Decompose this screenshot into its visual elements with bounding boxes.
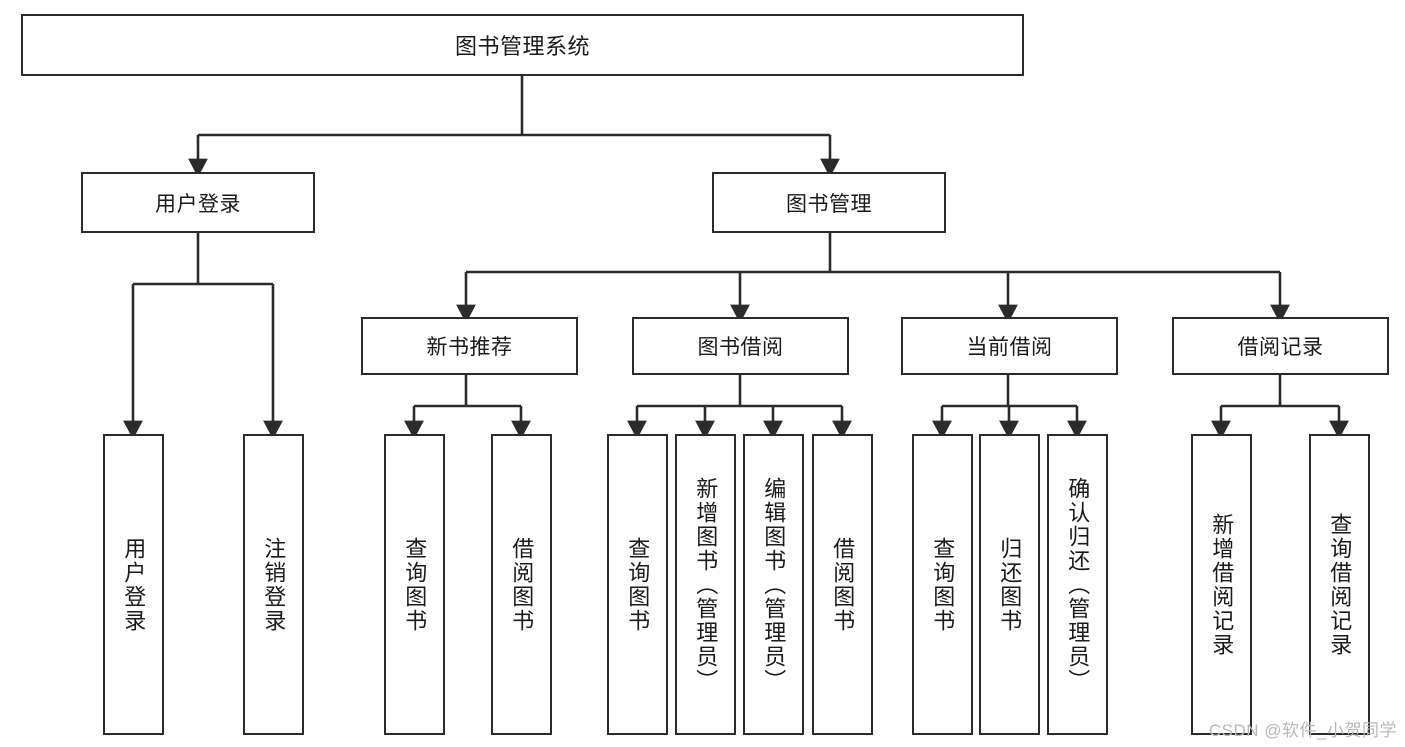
leaf-label: 编辑图书（管理员） <box>761 476 787 693</box>
leaf-label: 新增图书（管理员） <box>693 476 719 693</box>
leaf-user-login[interactable]: 用户登录 <box>103 434 164 735</box>
leaf-label: 查询图书 <box>625 536 651 633</box>
leaf-label: 用户登录 <box>121 536 147 633</box>
leaf-label: 借阅图书 <box>830 536 856 633</box>
leaf-query-record[interactable]: 查询借阅记录 <box>1309 434 1370 735</box>
node-book-borrow[interactable]: 图书借阅 <box>632 317 849 375</box>
leaf-label: 查询图书 <box>402 536 428 633</box>
leaf-edit-book[interactable]: 编辑图书（管理员） <box>743 434 804 735</box>
node-borrow-record[interactable]: 借阅记录 <box>1172 317 1389 375</box>
leaf-label: 新增借阅记录 <box>1209 512 1235 657</box>
leaf-label: 借阅图书 <box>509 536 535 633</box>
node-book-manage[interactable]: 图书管理 <box>712 172 946 233</box>
leaf-borrow-book-2[interactable]: 借阅图书 <box>812 434 873 735</box>
node-user-login[interactable]: 用户登录 <box>81 172 315 233</box>
leaf-add-book[interactable]: 新增图书（管理员） <box>675 434 736 735</box>
leaf-logout-login[interactable]: 注销登录 <box>243 434 304 735</box>
leaf-label: 确认归还（管理员） <box>1065 476 1091 693</box>
node-root-system[interactable]: 图书管理系统 <box>21 14 1024 76</box>
leaf-confirm-return[interactable]: 确认归还（管理员） <box>1047 434 1108 735</box>
leaf-query-book-2[interactable]: 查询图书 <box>607 434 668 735</box>
leaf-label: 归还图书 <box>997 536 1023 633</box>
leaf-label: 注销登录 <box>261 536 287 633</box>
leaf-query-book-3[interactable]: 查询图书 <box>912 434 973 735</box>
leaf-return-book[interactable]: 归还图书 <box>979 434 1040 735</box>
leaf-borrow-book-1[interactable]: 借阅图书 <box>491 434 552 735</box>
leaf-query-book-1[interactable]: 查询图书 <box>384 434 445 735</box>
csdn-watermark: CSDN @软件_小贺同学 <box>1208 721 1397 740</box>
leaf-add-record[interactable]: 新增借阅记录 <box>1191 434 1252 735</box>
leaf-label: 查询图书 <box>930 536 956 633</box>
node-current-borrow[interactable]: 当前借阅 <box>901 317 1118 375</box>
node-new-book-recommend[interactable]: 新书推荐 <box>361 317 578 375</box>
leaf-label: 查询借阅记录 <box>1327 512 1353 657</box>
